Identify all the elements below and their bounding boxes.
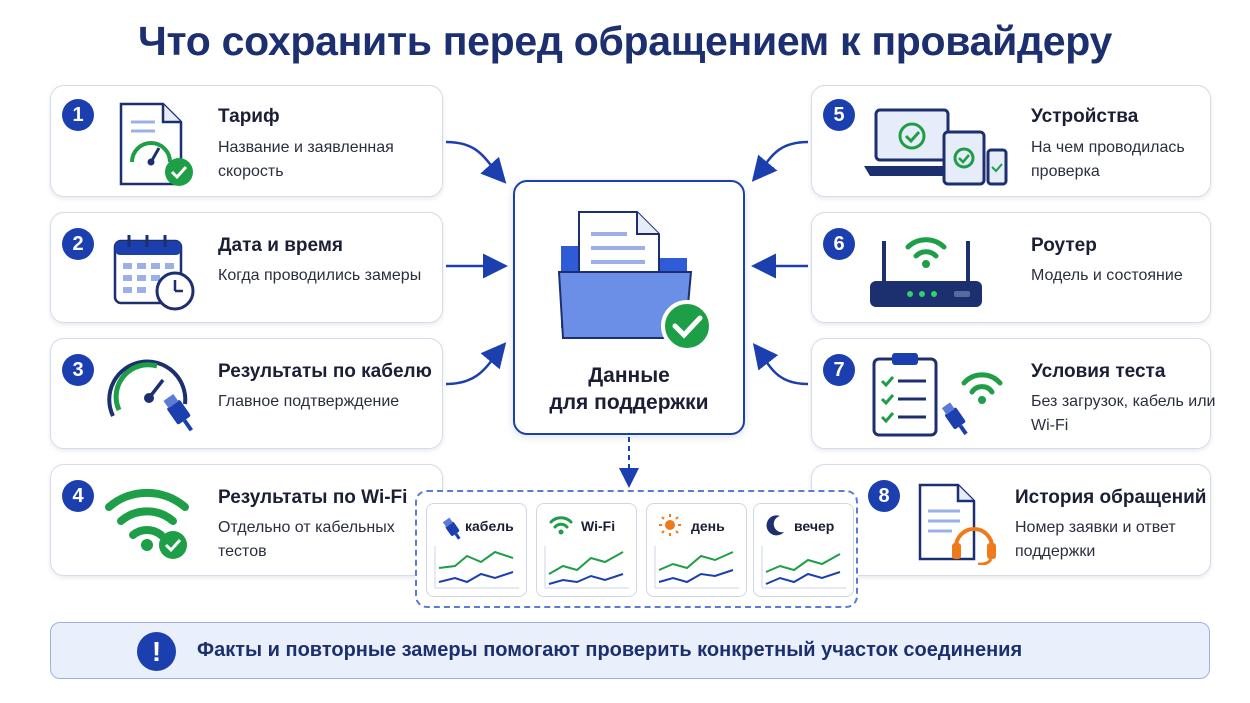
support-data-box: Данные для поддержки — [513, 180, 745, 435]
card-title: Устройства — [1031, 106, 1139, 127]
support-data-line1: Данные — [588, 364, 670, 387]
mini-chart-label: день — [691, 518, 725, 534]
banner-text: Факты и повторные замеры помогают провер… — [197, 639, 1023, 661]
folder-check-icon — [557, 211, 713, 352]
card-router: 6 Роутер Модель и состояние — [811, 212, 1211, 323]
step-number: 1 — [62, 99, 94, 131]
speedometer-cable-icon — [107, 359, 193, 432]
card-title: Дата и время — [218, 235, 343, 256]
card-test-conditions: 7 Условия теста Без загрузок, кабель или… — [811, 338, 1216, 449]
card-description: Без загрузок, кабель или Wi-Fi — [1031, 393, 1216, 434]
cable-plug-icon — [442, 517, 461, 540]
arrow-3 — [445, 342, 507, 386]
arrow-1 — [445, 140, 507, 184]
step-number: 8 — [868, 480, 900, 512]
calendar-clock-icon — [113, 235, 195, 311]
step-number: 5 — [823, 99, 855, 131]
wifi-check-icon — [105, 488, 189, 559]
moon-icon — [766, 515, 784, 536]
card-description: Отдельно от кабельных тестов — [218, 519, 395, 560]
step-number: 4 — [62, 480, 94, 512]
document-gauge-icon — [119, 102, 193, 186]
sun-icon — [659, 514, 681, 536]
wifi-icon — [549, 516, 573, 535]
card-title: История обращений — [1015, 487, 1207, 508]
mini-chart-lines — [434, 546, 519, 589]
card-title: Результаты по Wi-Fi — [218, 487, 408, 508]
card-title: Тариф — [218, 106, 280, 127]
mini-chart-label: Wi-Fi — [581, 518, 616, 534]
card-cable-results: 3 Результаты по кабелю Главное подтвержд… — [50, 338, 443, 449]
arrow-5 — [751, 140, 809, 182]
mini-chart-lines — [761, 546, 846, 589]
mini-chart-lines — [654, 546, 739, 589]
card-description: Номер заявки и ответ поддержки — [1015, 519, 1176, 560]
mini-chart-label: кабель — [465, 518, 514, 534]
arrow-7 — [752, 343, 809, 386]
support-data-label: Данные для поддержки — [515, 362, 743, 416]
support-data-line2: для поддержки — [549, 391, 709, 414]
router-icon — [870, 237, 982, 307]
card-description: Когда проводились замеры — [218, 267, 422, 284]
card-date-time: 2 Дата и время Когда проводились замеры — [50, 212, 443, 323]
mini-chart-wifi: Wi-Fi — [536, 503, 637, 597]
mini-chart-cable: кабель — [426, 503, 527, 597]
card-description: Модель и состояние — [1031, 267, 1183, 284]
mini-chart-lines — [544, 546, 629, 589]
card-description: Главное подтверждение — [218, 393, 400, 410]
devices-icon — [864, 108, 1008, 186]
mini-chart-day: день — [646, 503, 747, 597]
card-description: Название и заявленная скорость — [218, 139, 394, 180]
clipboard-checklist-icon — [872, 353, 1003, 437]
page-title: Что сохранить перед обращением к провайд… — [138, 18, 1112, 64]
card-title: Условия теста — [1031, 361, 1166, 382]
step-number: 3 — [62, 354, 94, 386]
card-wifi-results: 4 Результаты по Wi-Fi Отдельно от кабель… — [50, 464, 443, 576]
card-title: Роутер — [1031, 235, 1097, 256]
step-number: 7 — [823, 354, 855, 386]
card-title: Результаты по кабелю — [218, 361, 432, 382]
step-number: 6 — [823, 228, 855, 260]
step-number: 2 — [62, 228, 94, 260]
card-tariff: 1 Тариф Название и заявленная скорость — [50, 85, 443, 197]
exclamation-icon: ! — [137, 632, 176, 671]
document-headset-icon — [918, 483, 996, 565]
info-banner: ! Факты и повторные замеры помогают пров… — [50, 622, 1210, 679]
mini-chart-evening: вечер — [753, 503, 854, 597]
measurements-panel: кабель Wi-Fi — [415, 490, 858, 608]
card-description: На чем проводилась проверка — [1031, 139, 1185, 180]
card-devices: 5 Устройства На чем проводилась проверка — [811, 85, 1211, 197]
card-appeal-history: 8 История обращений Номер заявки и ответ… — [811, 464, 1211, 576]
mini-chart-label: вечер — [794, 518, 835, 534]
